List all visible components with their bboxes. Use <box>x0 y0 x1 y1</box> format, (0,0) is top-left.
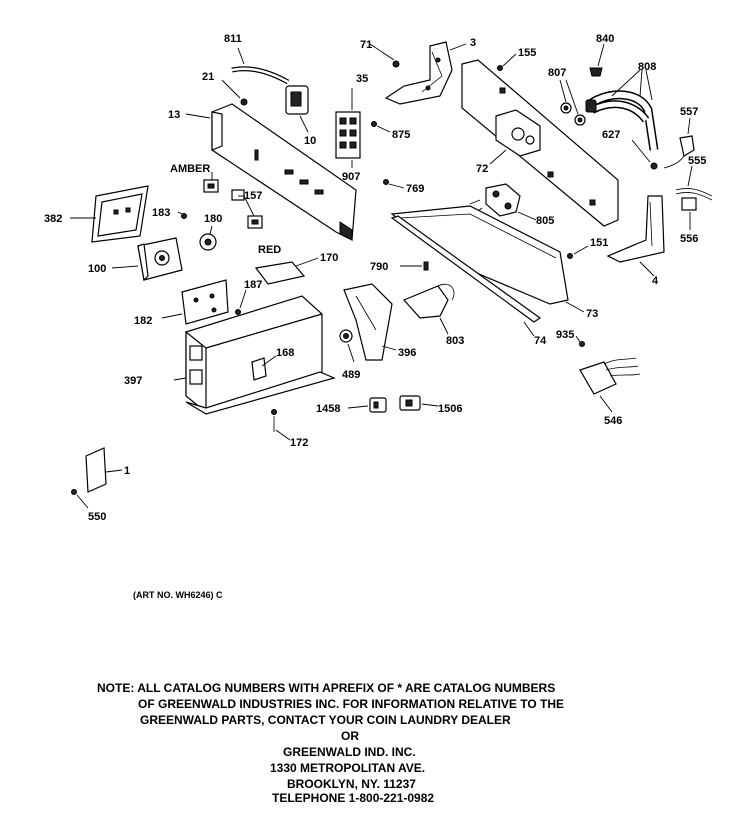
label-168: 168 <box>276 347 294 359</box>
label-73: 73 <box>586 308 598 320</box>
label-1506: 1506 <box>438 403 462 415</box>
part-172-screw <box>271 409 291 441</box>
exploded-parts-diagram: 811 71 3 155 840 808 807 21 35 13 10 875… <box>44 33 713 523</box>
label-183: 183 <box>152 207 170 219</box>
label-182: 182 <box>134 315 152 327</box>
part-769-screw <box>383 179 405 189</box>
label-397: 397 <box>124 375 142 387</box>
label-172: 172 <box>290 437 308 449</box>
label-811: 811 <box>224 33 242 45</box>
part-807-washers <box>559 79 586 126</box>
art-number: (ART NO. WH6246) C <box>133 590 223 600</box>
label-1: 1 <box>124 465 130 477</box>
label-627: 627 <box>602 129 620 141</box>
part-489-bushing <box>339 329 355 363</box>
label-805: 805 <box>536 215 554 227</box>
part-4-bracket <box>606 195 665 277</box>
label-1458: 1458 <box>316 403 340 415</box>
part-557-sensor <box>663 117 695 169</box>
part-151-screw <box>567 245 589 259</box>
label-489: 489 <box>342 369 360 381</box>
label-100: 100 <box>88 263 106 275</box>
label-3: 3 <box>470 37 476 49</box>
part-546-wire-harness <box>575 335 641 413</box>
part-13-control-panel <box>185 103 357 241</box>
label-35: 35 <box>356 73 368 85</box>
part-72-backsplash <box>461 59 619 227</box>
part-790-fastener <box>400 261 429 271</box>
part-74-rail <box>390 215 542 337</box>
label-769: 769 <box>406 183 424 195</box>
label-790: 790 <box>370 261 388 273</box>
part-amber-indicator-light <box>203 172 219 193</box>
part-840-knob <box>589 43 605 77</box>
part-627-clip <box>631 139 658 170</box>
label-157: 157 <box>244 190 262 202</box>
label-13: 13 <box>168 109 180 121</box>
part-100-timer <box>111 237 183 282</box>
part-803-lid-lock <box>402 283 455 335</box>
label-550: 550 <box>88 511 106 523</box>
label-170: 170 <box>320 252 338 264</box>
label-155: 155 <box>518 47 536 59</box>
label-546: 546 <box>604 415 622 427</box>
part-1506-relay <box>399 395 439 411</box>
part-382-plate <box>70 185 149 243</box>
label-10: 10 <box>304 135 316 147</box>
label-555: 555 <box>688 155 706 167</box>
label-21: 21 <box>202 71 214 83</box>
part-182-bracket <box>161 279 229 325</box>
label-amber: AMBER <box>170 163 210 175</box>
note-line-5: GREENWALD IND. INC. <box>283 745 416 759</box>
label-556: 556 <box>680 233 698 245</box>
part-811-hose <box>231 47 290 85</box>
label-187: 187 <box>244 279 262 291</box>
note-line-2: OF GREENWALD INDUSTRIES INC. FOR INFORMA… <box>138 697 564 711</box>
part-170-label-card <box>254 257 319 285</box>
part-805-valve <box>469 183 537 221</box>
part-155-screw <box>497 53 517 71</box>
part-875-screw <box>371 121 391 133</box>
part-1-manual <box>85 447 123 493</box>
part-157-indicator-lamps <box>231 189 263 229</box>
note-line-6: 1330 METROPOLITAN AVE. <box>270 761 426 775</box>
part-907-terminal-block <box>335 88 361 168</box>
note-line-4: OR <box>341 729 359 743</box>
note-line-7: BROOKLYN, NY. 11237 <box>287 777 416 791</box>
part-180-knob <box>199 225 217 251</box>
part-1458-relay <box>347 397 387 413</box>
note-line-3: GREENWALD PARTS, CONTACT YOUR COIN LAUND… <box>140 713 511 727</box>
label-72: 72 <box>476 163 488 175</box>
label-907: 907 <box>342 171 360 183</box>
part-556-terminal <box>675 165 713 230</box>
label-151: 151 <box>590 237 608 249</box>
label-396: 396 <box>398 347 416 359</box>
part-183-screw <box>177 211 187 219</box>
label-180: 180 <box>204 213 222 225</box>
note-line-1: NOTE: ALL CATALOG NUMBERS WITH APREFIX O… <box>97 681 556 695</box>
label-71: 71 <box>360 39 372 51</box>
part-10-switch <box>285 85 309 133</box>
label-557: 557 <box>680 106 698 118</box>
label-74: 74 <box>534 335 547 347</box>
label-4: 4 <box>652 275 659 287</box>
label-840: 840 <box>596 33 614 45</box>
label-382: 382 <box>44 213 62 225</box>
label-808: 808 <box>638 61 656 73</box>
part-397-housing <box>173 295 336 415</box>
label-red: RED <box>258 244 281 256</box>
note-line-8: TELEPHONE 1-800-221-0982 <box>272 791 435 805</box>
label-875: 875 <box>392 129 410 141</box>
part-21-screw <box>221 79 248 106</box>
part-396-bracket <box>343 283 397 361</box>
part-550-screw <box>71 489 89 509</box>
label-935: 935 <box>556 329 574 341</box>
label-807: 807 <box>548 67 566 79</box>
part-808-hoses <box>585 69 659 151</box>
part-187-screw <box>235 289 247 315</box>
part-3-bracket <box>369 41 467 105</box>
label-803: 803 <box>446 335 464 347</box>
